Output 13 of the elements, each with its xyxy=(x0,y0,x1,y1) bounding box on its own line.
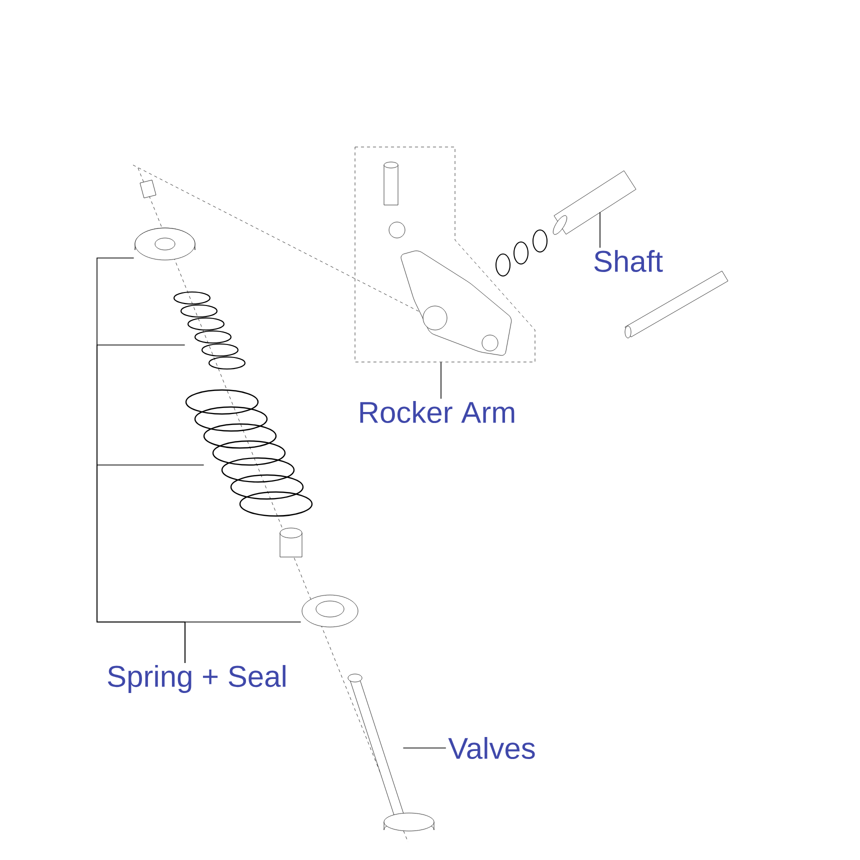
spring-seat-drawing xyxy=(302,594,358,628)
group-outline xyxy=(354,146,536,362)
part-label: Valves xyxy=(448,737,535,760)
valve-drawing xyxy=(348,674,434,832)
part-label: Rocker Arm xyxy=(360,401,514,424)
inner-spring-drawing xyxy=(173,291,246,370)
outer-spring-drawing xyxy=(185,389,313,517)
leader-line xyxy=(184,622,302,664)
part-label: Spring + Seal xyxy=(108,665,286,693)
part-label: Shaft xyxy=(594,250,663,272)
shaft-drawing xyxy=(552,170,636,235)
spring-retainer-drawing xyxy=(134,228,196,260)
leader-line xyxy=(440,362,442,400)
